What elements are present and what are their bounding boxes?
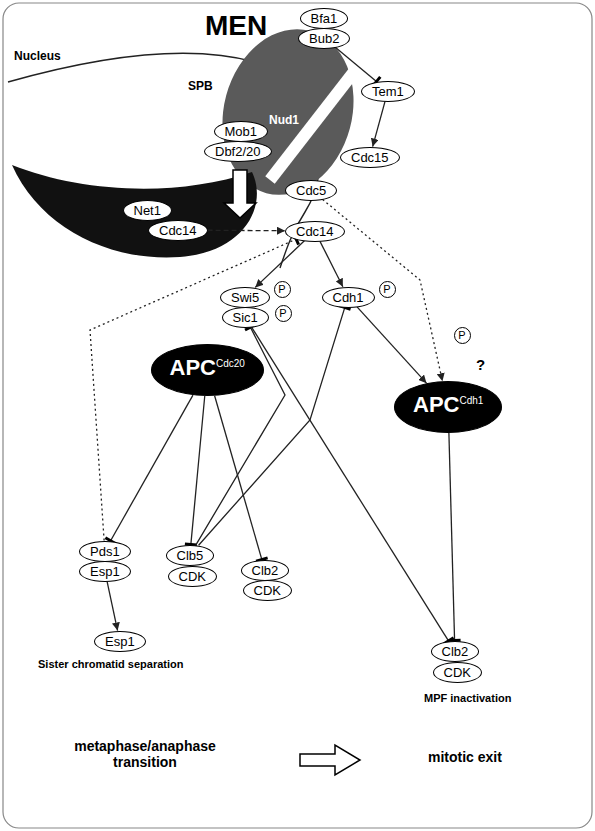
inhibition-line [111, 395, 193, 541]
node-text: Cdc14 [296, 224, 334, 239]
protein-oval: Mob1 [214, 121, 269, 142]
node-text: Cdc15 [351, 150, 389, 165]
annotation-label: Sister chromatid separation [38, 658, 184, 671]
apc-complex: APCCdh1 [394, 381, 502, 433]
node-text: Bfa1 [311, 11, 338, 26]
node-text: Cdh1 [333, 290, 364, 305]
node-text: Clb5 [177, 548, 204, 563]
node-text: P [458, 329, 465, 341]
activation-arrow [208, 230, 285, 232]
annotation-label: SPB [188, 80, 213, 94]
protein-oval: Bfa1 [300, 8, 349, 29]
complex-name: APC [170, 355, 216, 380]
node-text: Sic1 [233, 310, 258, 325]
diagram-title: MEN [205, 10, 267, 42]
node-text: P [383, 283, 390, 295]
protein-oval: Cdc15 [340, 147, 400, 168]
annotation-label: Nucleus [14, 50, 61, 64]
node-text: P [278, 283, 285, 295]
activation-arrow [320, 241, 343, 286]
protein-oval: CDK [433, 662, 482, 683]
protein-oval: Clb5 [166, 545, 215, 566]
node-text: Pds1 [90, 544, 120, 559]
protein-oval: Clb2 [431, 641, 480, 662]
inhibition-line [191, 396, 205, 545]
node-text: P [279, 307, 286, 319]
annotation-label: Nud1 [269, 114, 299, 128]
node-text: Swi5 [231, 290, 259, 305]
node-text: CDK [179, 569, 206, 584]
node-text: Mob1 [225, 124, 258, 139]
node-text: Dbf2/20 [215, 144, 261, 159]
figure-frame [3, 3, 592, 828]
nucleolus [12, 165, 257, 257]
node-text: Cdc14 [159, 223, 197, 238]
protein-oval: CDK [168, 566, 217, 587]
node-text: Cdc5 [296, 183, 326, 198]
annotation-label: MPF inactivation [424, 692, 511, 705]
protein-oval: Cdc14 [285, 221, 345, 242]
phosphate-mark: P [275, 305, 292, 322]
node-text: Clb2 [252, 563, 279, 578]
inhibition-line [336, 47, 377, 81]
protein-oval: Esp1 [79, 561, 131, 582]
node-text: Esp1 [105, 634, 135, 649]
transition-arrow [300, 745, 360, 775]
inhibition-line [449, 433, 455, 641]
protein-oval: Esp1 [94, 631, 146, 652]
protein-oval: Clb2 [241, 560, 290, 581]
node-text: Esp1 [90, 564, 120, 579]
inhibition-line [199, 307, 345, 545]
node-text: Clb2 [442, 644, 469, 659]
node-text: Net1 [134, 203, 161, 218]
protein-oval: Net1 [123, 200, 172, 221]
phosphate-mark: P [454, 327, 471, 344]
phosphate-mark: P [274, 281, 291, 298]
protein-oval: Cdc14 [148, 220, 208, 241]
complex-name: APC [413, 392, 459, 417]
protein-oval: CDK [243, 580, 292, 601]
complex-activator: Cdc20 [216, 358, 245, 369]
inhibition-line [215, 396, 262, 560]
apc-complex: APCCdc20 [151, 344, 264, 396]
protein-oval: Pds1 [79, 541, 131, 562]
complex-activator: Cdh1 [459, 395, 483, 406]
hollow-arrow [224, 170, 256, 218]
protein-oval: Bub2 [298, 28, 350, 49]
protein-oval: Dbf2/20 [204, 141, 272, 162]
node-text: Bub2 [309, 31, 339, 46]
annotation-label: mitotic exit [428, 749, 502, 765]
activation-arrow [373, 101, 385, 146]
activation-arrow [357, 307, 426, 383]
node-text: CDK [444, 665, 471, 680]
node-text: Tem1 [372, 84, 404, 99]
protein-oval: Sic1 [222, 307, 269, 328]
annotation-label: metaphase/anaphase transition [45, 738, 245, 770]
protein-oval: Swi5 [220, 287, 270, 308]
inhibition-line [90, 239, 296, 540]
activation-arrow [107, 581, 118, 630]
node-text: CDK [254, 583, 281, 598]
phosphate-mark: P [379, 281, 396, 298]
protein-oval: Tem1 [361, 81, 415, 102]
protein-oval: Cdc5 [285, 180, 337, 201]
annotation-label: ? [476, 356, 485, 373]
protein-oval: Cdh1 [322, 287, 375, 308]
